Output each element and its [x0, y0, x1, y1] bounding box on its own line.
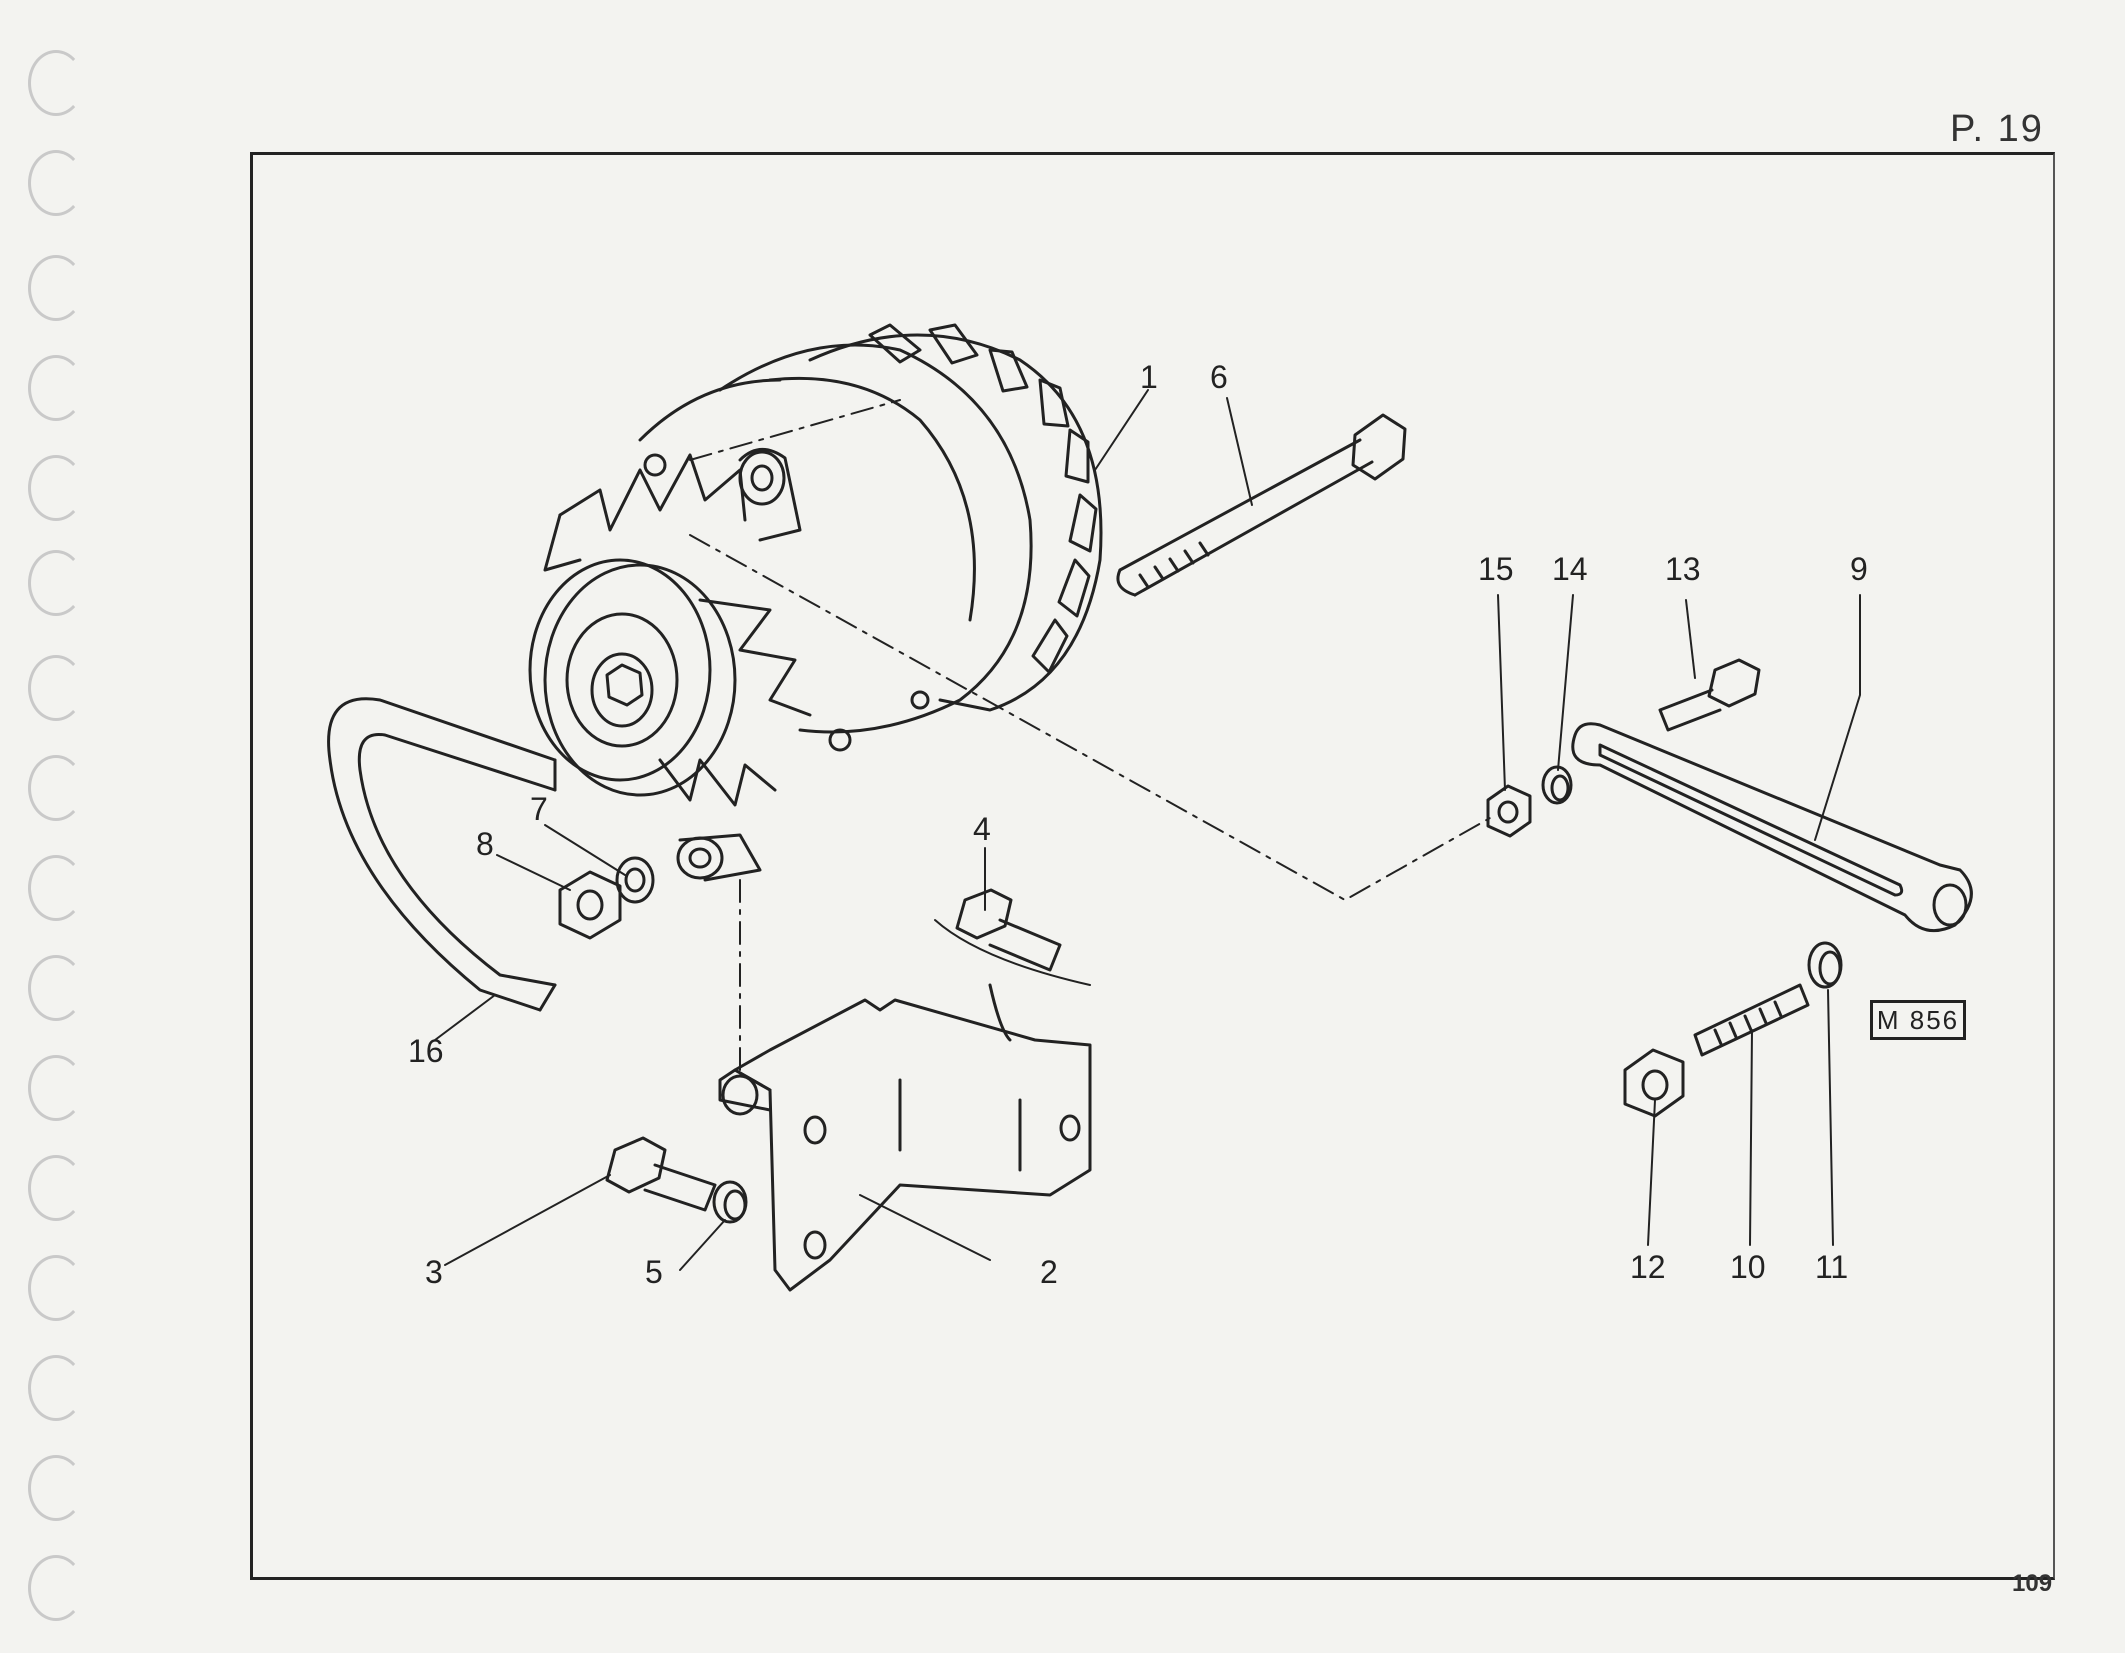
binder-hole	[28, 455, 84, 521]
binder-hole	[28, 50, 84, 116]
binder-hole	[28, 150, 84, 216]
alternator-part-1	[528, 323, 1103, 882]
callout-2: 2	[1040, 1254, 1058, 1290]
callout-6: 6	[1210, 359, 1228, 395]
binder-hole	[28, 1155, 84, 1221]
binder-hole	[28, 955, 84, 1021]
callout-10: 10	[1730, 1249, 1766, 1285]
page-label: P. 19	[1950, 108, 2044, 150]
long-bolt-part-6	[1116, 413, 1407, 597]
mounting-bracket-part-2	[718, 983, 1092, 1292]
nut-part-15	[1486, 784, 1532, 838]
callout-12: 12	[1630, 1249, 1666, 1285]
drawing-code-box: M 856	[1870, 1000, 1966, 1040]
binder-hole	[28, 855, 84, 921]
callout-7: 7	[530, 791, 548, 827]
callout-15: 15	[1478, 551, 1514, 587]
binder-hole	[28, 1455, 84, 1521]
callout-5: 5	[645, 1254, 663, 1290]
nut-part-12	[1623, 1048, 1685, 1118]
bolt-part-4	[934, 888, 1091, 986]
callout-9: 9	[1850, 551, 1868, 587]
spring-washer-part-14	[1541, 765, 1573, 805]
callout-14: 14	[1552, 551, 1588, 587]
callout-13: 13	[1665, 551, 1701, 587]
callout-11: 11	[1815, 1249, 1848, 1285]
nut-part-8	[558, 870, 622, 940]
spring-washer-part-5	[712, 1180, 748, 1224]
callout-3: 3	[425, 1254, 443, 1290]
callout-8: 8	[476, 826, 494, 862]
binder-hole	[28, 1255, 84, 1321]
binder-hole	[28, 355, 84, 421]
binder-hole	[28, 755, 84, 821]
spring-washer-part-11	[1807, 941, 1843, 989]
diagram-frame	[250, 152, 2055, 1580]
adjusting-link-part-9	[1571, 722, 1973, 933]
callout-4: 4	[973, 811, 991, 847]
stud-part-10	[1693, 983, 1810, 1057]
binder-hole	[28, 1055, 84, 1121]
binder-hole	[28, 1555, 84, 1621]
washer-part-7	[615, 856, 655, 904]
page-number: 109	[2012, 1570, 2053, 1597]
callout-1: 1	[1140, 359, 1158, 395]
v-belt-part-16	[327, 697, 557, 1012]
binder-hole	[28, 1355, 84, 1421]
binder-hole	[28, 550, 84, 616]
binder-hole	[28, 655, 84, 721]
callout-16: 16	[408, 1033, 444, 1069]
bolt-part-13	[1658, 658, 1761, 732]
binder-hole	[28, 255, 84, 321]
bolt-part-3	[605, 1136, 717, 1212]
